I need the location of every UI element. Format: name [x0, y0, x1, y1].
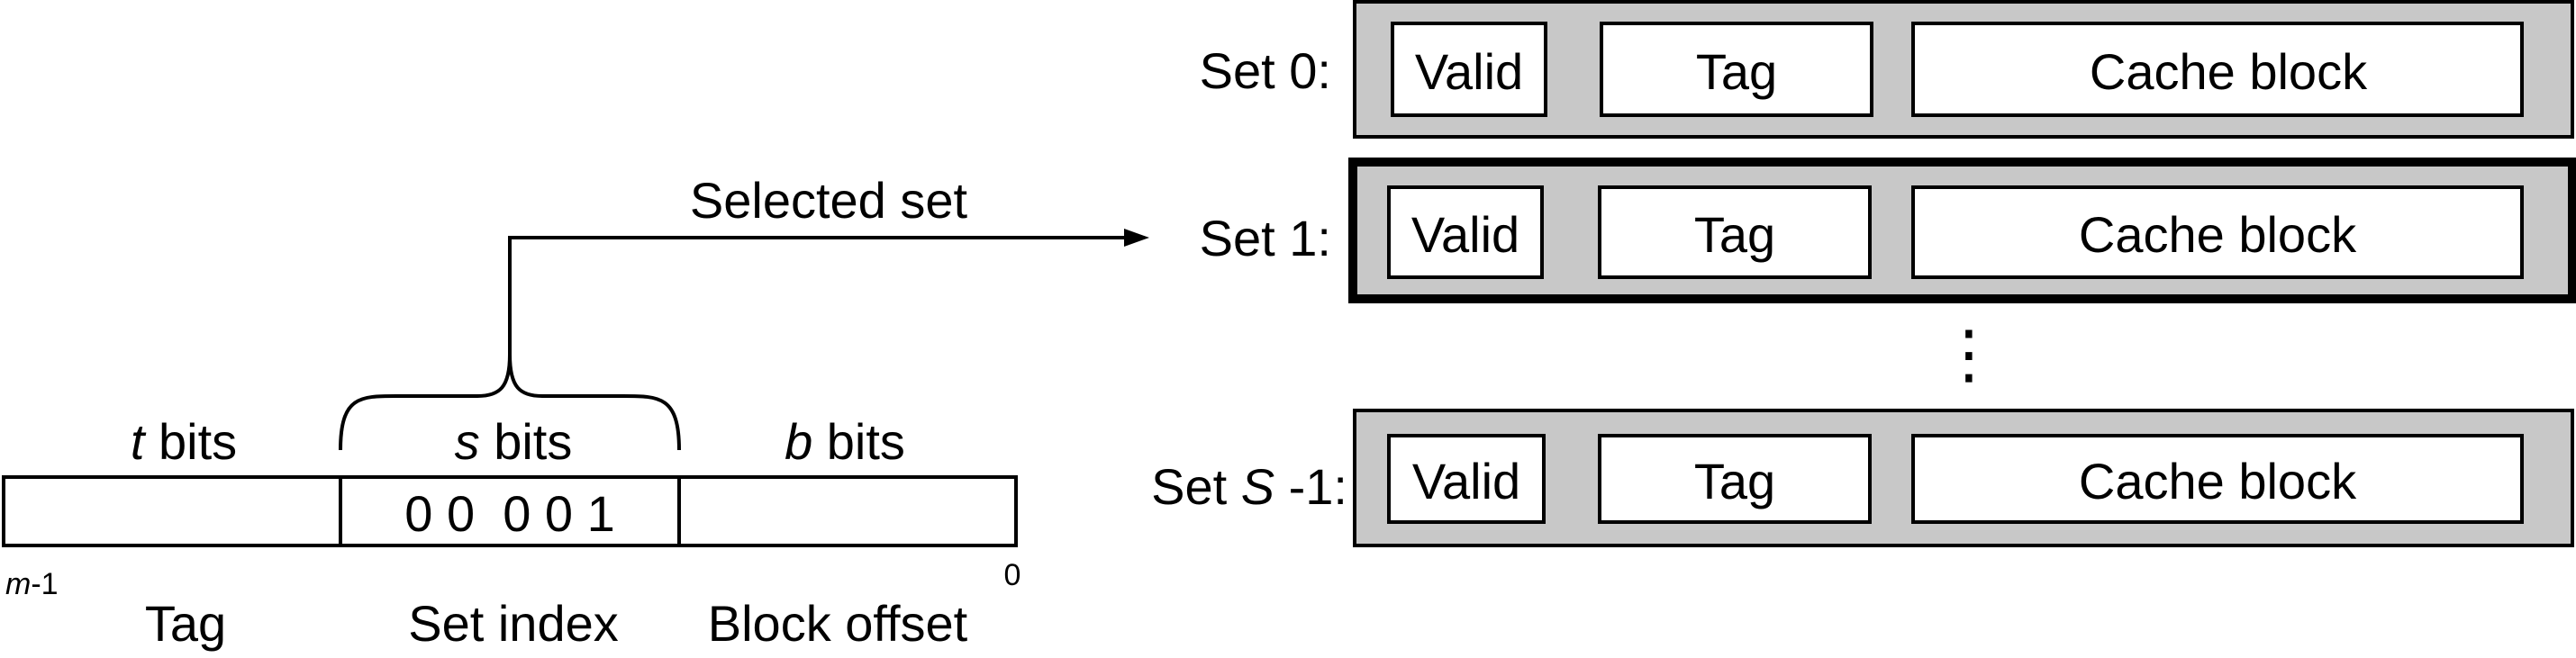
set-index-bits-value: 0 0 0 0 1	[404, 485, 615, 542]
cache-block-label: Cache block	[2090, 43, 2368, 100]
valid-label: Valid	[1411, 206, 1519, 263]
lsb-bit-label: 0	[1004, 558, 1021, 592]
selector-arrowhead	[1124, 229, 1149, 247]
tag-label: Tag	[1696, 43, 1777, 100]
cache-set-last: Set S -1: Valid Tag Cache block	[1151, 409, 2574, 547]
set-index-field-name: Set index	[408, 595, 619, 652]
set-label: Set S -1:	[1151, 458, 1347, 515]
tag-field-name: Tag	[145, 595, 226, 652]
msb-bit-label: m-1	[5, 567, 59, 601]
set-index-width-label: s bits	[455, 413, 573, 470]
set-label: Set 1:	[1200, 210, 1331, 266]
cache-set-1: Set 1: Valid Tag Cache block	[1200, 158, 2576, 303]
address-word: 0 0 0 0 1 t bits s bits b bits m-1 0 Tag…	[2, 413, 1021, 652]
selected-set-label: Selected set	[690, 172, 968, 229]
tag-cell	[1598, 434, 1872, 524]
cache-block-cell	[1911, 185, 2524, 279]
valid-label: Valid	[1412, 453, 1520, 509]
cache-block-cell	[1911, 434, 2524, 524]
address-tag-field	[2, 475, 342, 547]
tag-width-label: t bits	[131, 413, 237, 470]
tag-label: Tag	[1694, 453, 1775, 509]
cache-block-cell	[1911, 22, 2524, 117]
cache-set-0: Set 0: Valid Tag Cache block	[1200, 0, 2574, 139]
tag-cell	[1598, 185, 1872, 279]
selector-arrow-line	[508, 236, 1126, 358]
tag-label: Tag	[1694, 206, 1775, 263]
more-sets-ellipsis: ⋮	[1937, 319, 2001, 391]
valid-cell	[1391, 22, 1547, 117]
set-label: Set 0:	[1200, 42, 1331, 99]
block-offset-field-name: Block offset	[708, 595, 968, 652]
valid-label: Valid	[1415, 43, 1523, 100]
valid-cell	[1387, 185, 1544, 279]
cache-block-label: Cache block	[2079, 206, 2357, 263]
address-set-index-field	[339, 475, 681, 547]
cache-block-label: Cache block	[2079, 453, 2357, 509]
selector-arrow	[508, 229, 1149, 358]
tag-cell	[1600, 22, 1873, 117]
block-offset-width-label: b bits	[785, 413, 905, 470]
valid-cell	[1387, 434, 1546, 524]
address-block-offset-field	[677, 475, 1018, 547]
